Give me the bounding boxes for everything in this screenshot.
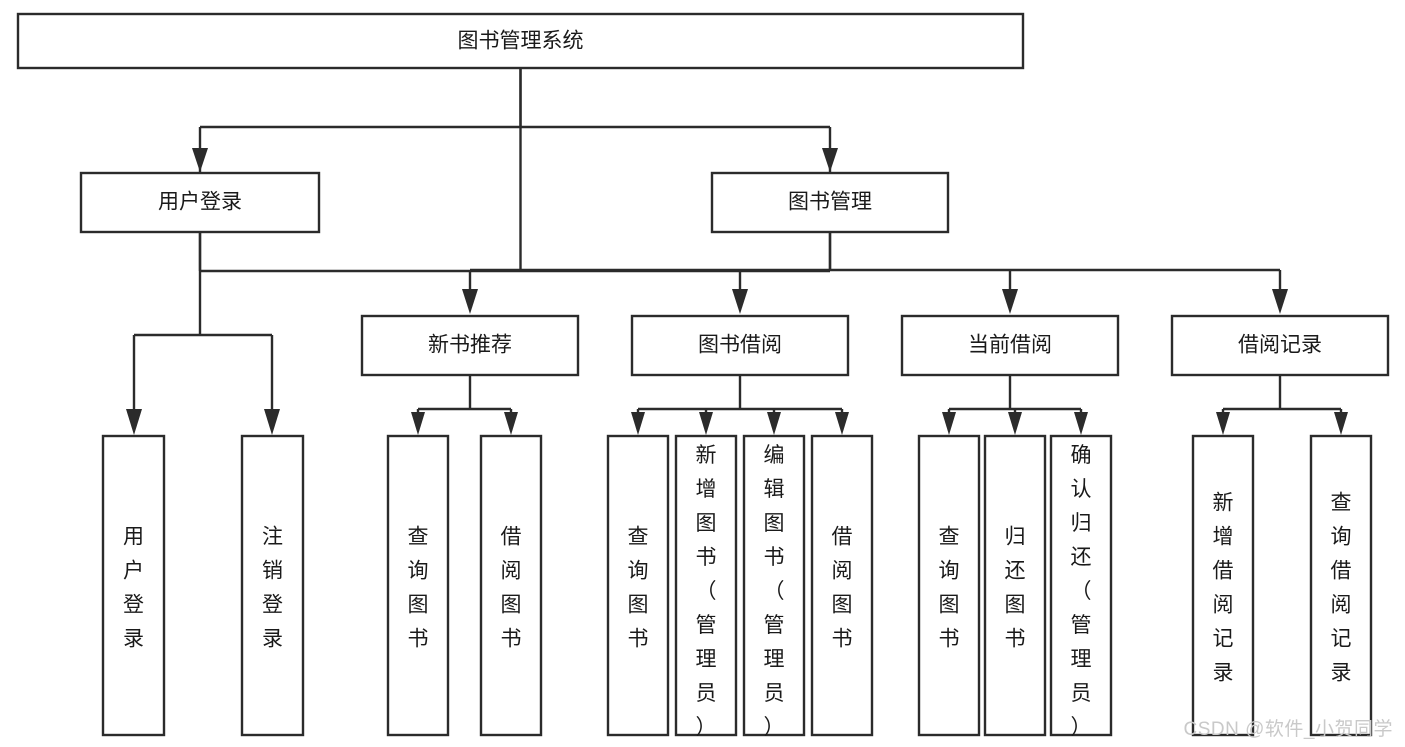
node-book-borrow[interactable]: 图书借阅 [630,314,850,377]
arrow-leaf-logout-login [264,409,280,435]
node-leaf-query-borrow-record[interactable] [1309,434,1373,737]
node-leaf-add-borrow-record[interactable] [1191,434,1255,737]
node-leaf-add-book-label: 新增图书（管理员） [696,444,717,739]
node-book-management-label: 图书管理 [788,191,872,214]
node-root-label: 图书管理系统 [458,30,584,53]
leaf-labels-group: 用户登录 注销登录 查询图书 借阅图书 查询图书 新增图书（管理员） 编辑图书（管理员） 借阅… [123,444,1352,739]
arrow-leaf-borrow-book-1 [504,412,518,435]
node-current-borrow-label: 当前借阅 [968,334,1052,357]
arrow-leaf-query-book-2 [631,412,645,435]
arrow-new-book-recommend [462,289,478,314]
node-leaf-query-book-1-label: 查询图书 [408,526,429,651]
node-leaf-add-book-box[interactable] [674,434,738,737]
node-user-login-label: 用户登录 [158,191,242,214]
node-borrow-record-box[interactable] [1170,314,1390,377]
node-leaf-query-book-3-label: 查询图书 [939,526,960,651]
arrow-leaf-borrow-book-2 [835,412,849,435]
node-book-borrow-box[interactable] [630,314,850,377]
node-leaf-add-borrow-record-box[interactable] [1191,434,1255,737]
arrow-leaf-query-book-3 [942,412,956,435]
node-borrow-record[interactable]: 借阅记录 [1170,314,1390,377]
arrow-user-login [192,148,208,172]
node-leaf-user-login-label: 用户登录 [123,526,144,651]
node-leaf-edit-book-box[interactable] [742,434,806,737]
arrow-borrow-record [1272,289,1288,314]
node-leaf-query-book-1[interactable] [386,434,450,737]
arrow-book-management [822,148,838,172]
node-leaf-confirm-return-box[interactable] [1049,434,1113,737]
arrow-leaf-user-login [126,409,142,435]
arrow-book-borrow [732,289,748,314]
arrow-leaf-return-book [1008,412,1022,435]
node-leaf-add-book[interactable] [674,434,738,737]
node-leaf-query-book-1-box[interactable] [386,434,450,737]
edges-level2 [192,68,838,172]
node-user-login-box[interactable] [79,171,321,234]
node-leaf-borrow-book-2-box[interactable] [810,434,874,737]
arrow-leaf-add-book [699,412,713,435]
node-leaf-borrow-book-2[interactable] [810,434,874,737]
node-leaf-logout-login-box[interactable] [240,434,305,737]
node-leaf-confirm-return[interactable] [1049,434,1113,737]
arrow-leaf-query-book-1 [411,412,425,435]
node-leaf-edit-book-label: 编辑图书（管理员） [764,444,785,739]
node-current-borrow[interactable]: 当前借阅 [900,314,1120,377]
node-root[interactable]: 图书管理系统 [16,12,1025,70]
node-leaf-return-book[interactable] [983,434,1047,737]
edges-current-borrow-children [942,375,1088,435]
node-book-management-box[interactable] [710,171,950,234]
node-current-borrow-box[interactable] [900,314,1120,377]
node-leaf-borrow-book-1[interactable] [479,434,543,737]
node-leaf-borrow-book-1-box[interactable] [479,434,543,737]
node-leaf-query-book-3-box[interactable] [917,434,981,737]
node-leaf-query-book-3[interactable] [917,434,981,737]
node-leaf-user-login[interactable] [101,434,166,737]
node-leaf-logout-login[interactable] [240,434,305,737]
arrow-leaf-confirm-return [1074,412,1088,435]
node-new-book-recommend-box[interactable] [360,314,580,377]
node-root-box[interactable] [16,12,1025,70]
node-leaf-query-book-2[interactable] [606,434,670,737]
node-leaf-add-borrow-record-label: 新增借阅记录 [1213,492,1234,685]
edges-group [198,68,832,273]
arrow-leaf-add-borrow-record [1216,412,1230,435]
arrow-leaf-edit-book [767,412,781,435]
node-leaf-borrow-book-1-label: 借阅图书 [501,526,522,651]
node-leaf-query-borrow-record-box[interactable] [1309,434,1373,737]
node-new-book-recommend-label: 新书推荐 [428,334,512,357]
node-leaf-query-book-2-box[interactable] [606,434,670,737]
node-leaf-user-login-box[interactable] [101,434,166,737]
node-leaf-confirm-return-label: 确认归还（管理员） [1071,444,1092,739]
node-borrow-record-label: 借阅记录 [1238,334,1322,357]
node-book-borrow-label: 图书借阅 [698,334,782,357]
edges-new-book-recommend-children [411,375,518,435]
edges-book-borrow-children [631,375,849,435]
node-book-management[interactable]: 图书管理 [710,171,950,234]
edges-book-management-children [462,232,1288,314]
node-user-login[interactable]: 用户登录 [79,171,321,234]
arrow-current-borrow [1002,289,1018,314]
edges-user-login-children [126,232,280,435]
node-leaf-logout-login-label: 注销登录 [262,526,283,651]
node-leaf-query-book-2-label: 查询图书 [628,526,649,651]
node-leaf-edit-book[interactable] [742,434,806,737]
node-leaf-return-book-box[interactable] [983,434,1047,737]
node-new-book-recommend[interactable]: 新书推荐 [360,314,580,377]
arrow-leaf-query-borrow-record [1334,412,1348,435]
node-leaf-borrow-book-2-label: 借阅图书 [832,526,853,651]
node-leaf-return-book-label: 归还图书 [1005,526,1026,651]
edges-borrow-record-children [1216,375,1348,435]
node-leaf-query-borrow-record-label: 查询借阅记录 [1331,492,1352,685]
